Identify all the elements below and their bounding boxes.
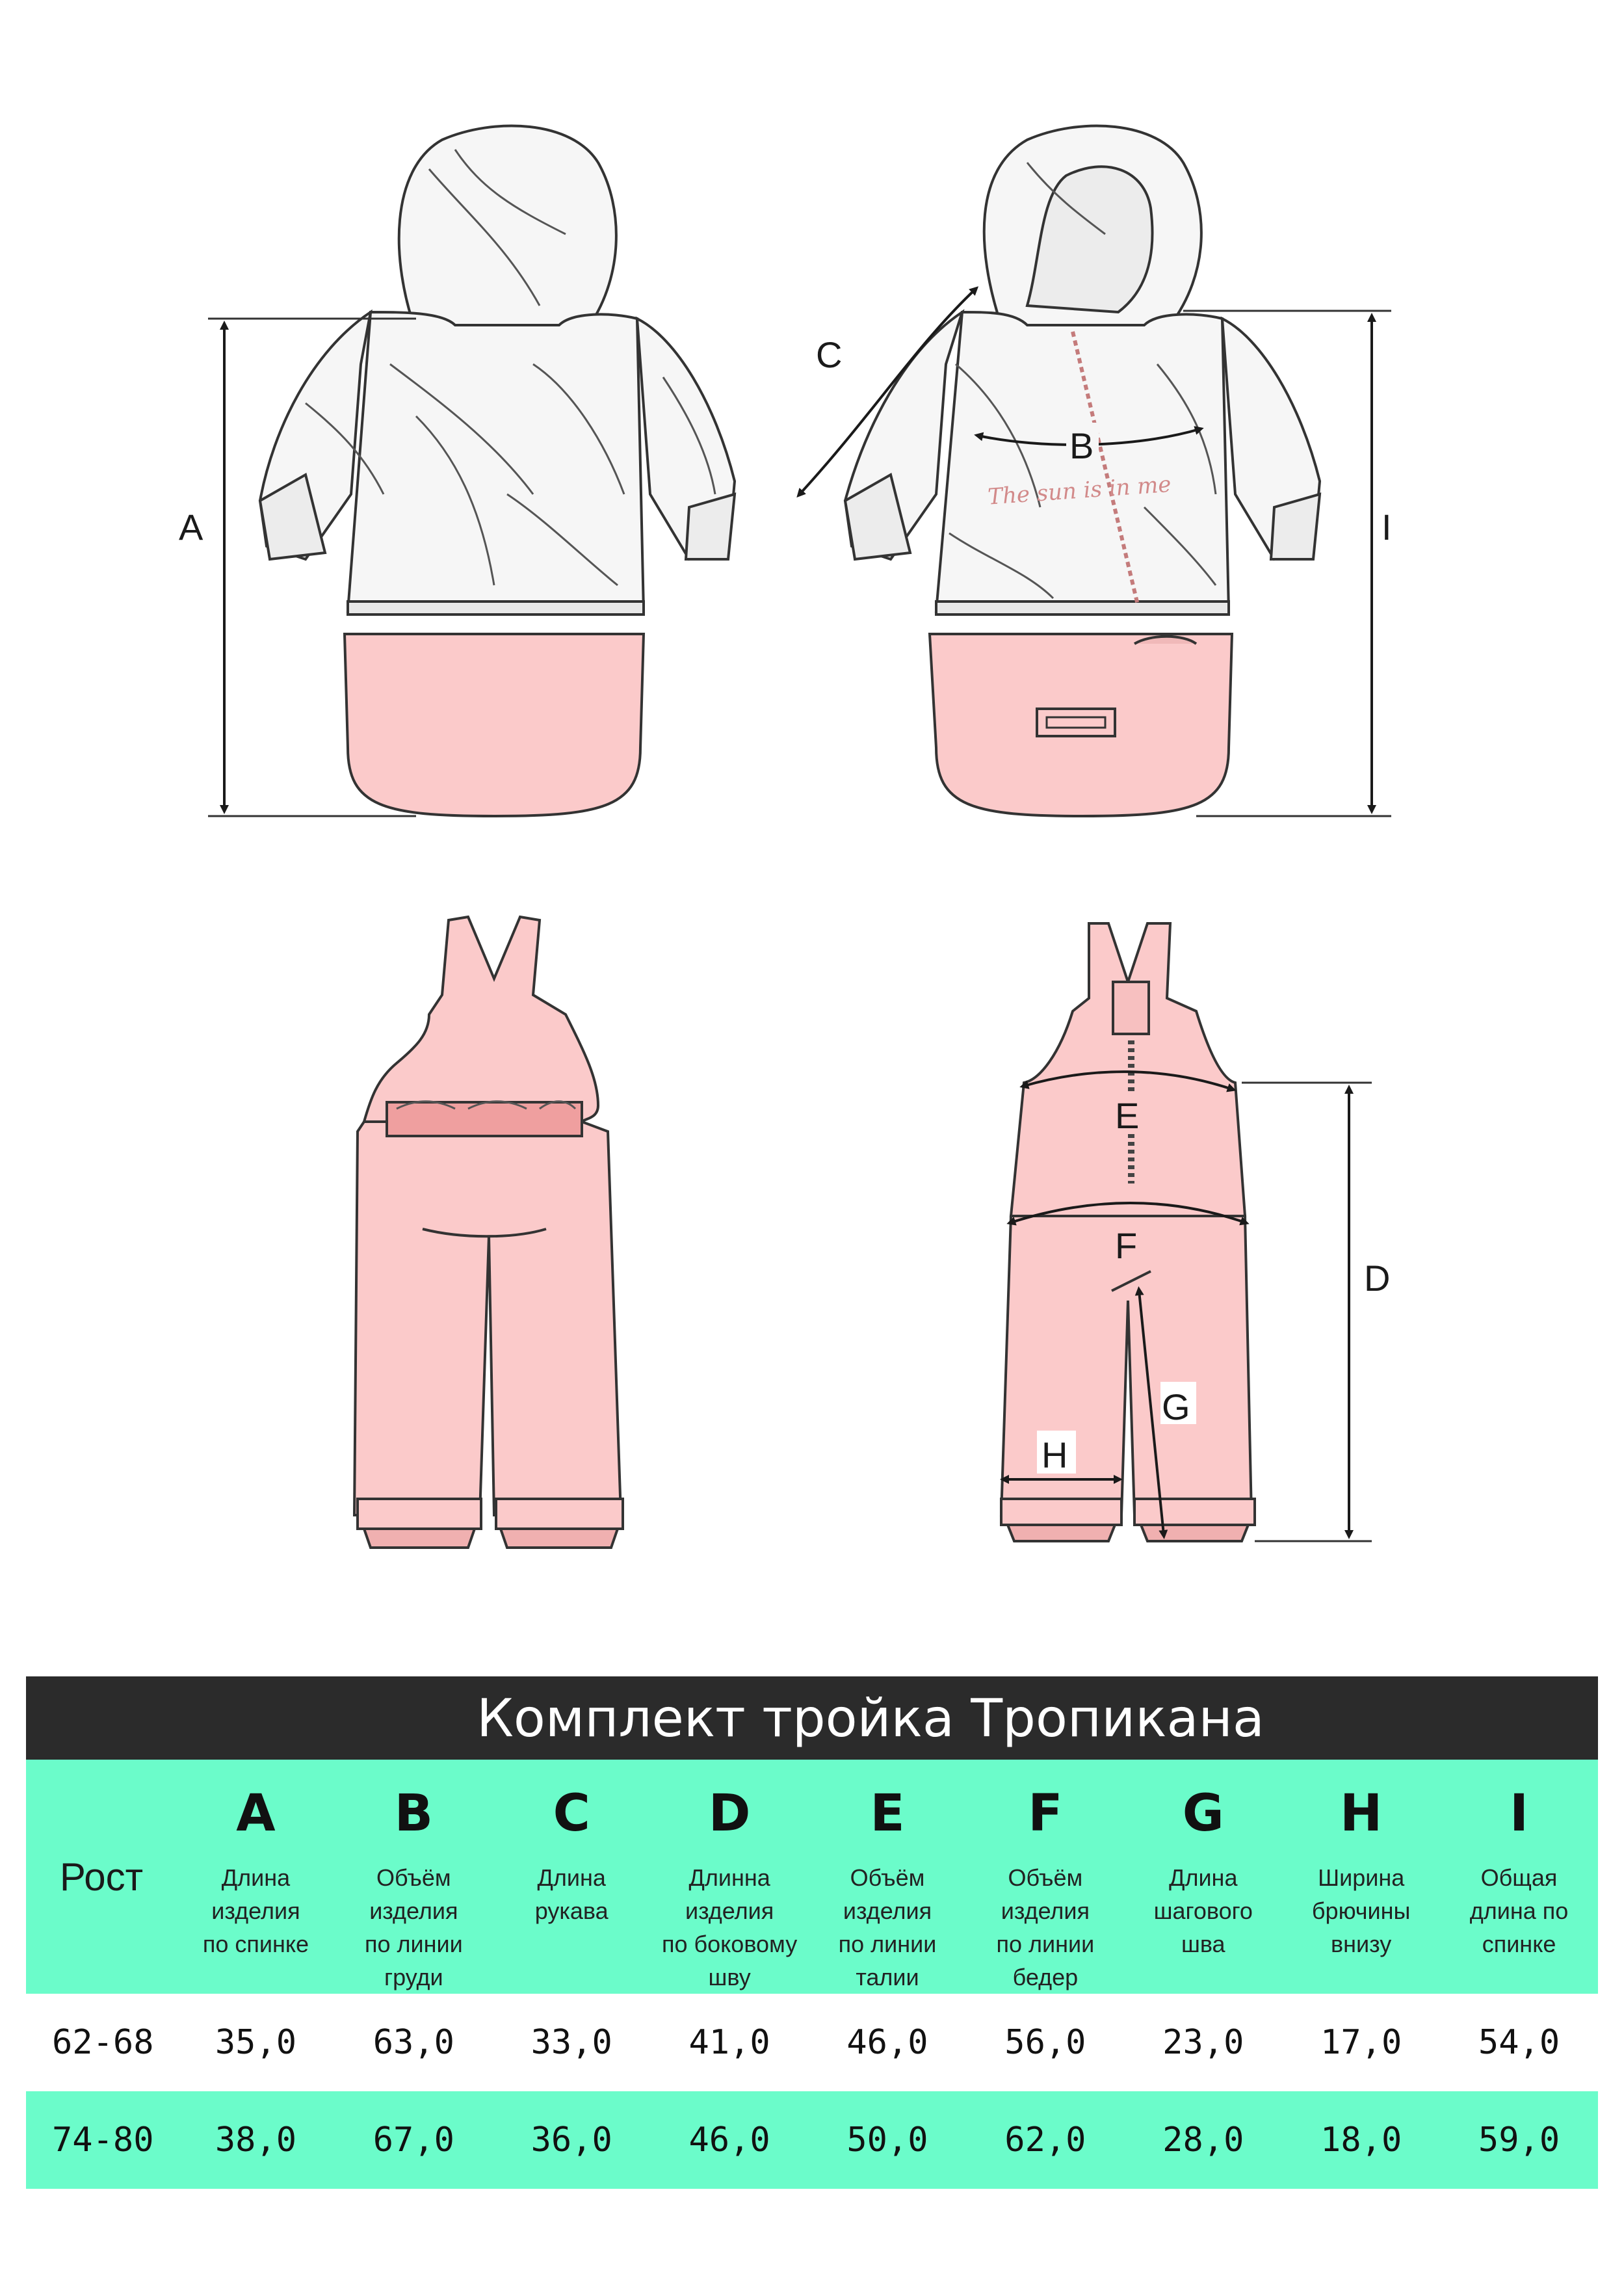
column-letter: E: [870, 1784, 905, 1843]
dimension-i: I: [1183, 310, 1392, 817]
column-description: Длинна изделия по боковому шву: [661, 1864, 798, 1990]
column-description: Объём изделия по линии груди: [364, 1864, 463, 1990]
column-letter: A: [236, 1784, 276, 1843]
value-cell: 18,0: [1320, 2121, 1402, 2160]
value-cell: 33,0: [530, 2023, 612, 2062]
size-table: Комплект тройка Тропикана Рост A Длина и…: [26, 1676, 1598, 2189]
jacket-back-view: [258, 124, 737, 818]
dim-label-g: G: [1162, 1386, 1190, 1427]
value-cell: 56,0: [1004, 2023, 1086, 2062]
value-cell: 63,0: [373, 2023, 454, 2062]
value-cell: 23,0: [1162, 2023, 1244, 2062]
dim-label-f: F: [1115, 1225, 1137, 1266]
column-header-g: G Длина шагового шва: [1124, 1760, 1282, 1994]
column-letter: I: [1510, 1784, 1529, 1843]
dim-label-d: D: [1364, 1258, 1390, 1299]
column-description: Объём изделия по линии талии: [838, 1864, 937, 1990]
column-header-i: I Общая длина по спинке: [1440, 1760, 1598, 1994]
value-cell: 46,0: [688, 2121, 770, 2160]
dimension-f: F: [1006, 1202, 1250, 1266]
value-cell: 67,0: [373, 2121, 454, 2160]
dim-label-h: H: [1041, 1434, 1067, 1475]
dimension-h: H: [1000, 1431, 1123, 1484]
value-cell: 35,0: [215, 2023, 297, 2062]
column-letter: H: [1340, 1784, 1383, 1843]
column-letter: G: [1182, 1784, 1224, 1843]
column-description: Ширина брючины внизу: [1311, 1864, 1411, 1957]
dimension-a: A: [179, 317, 416, 817]
dimension-b: B: [974, 423, 1204, 466]
value-cell: 54,0: [1478, 2023, 1560, 2062]
column-letter: F: [1028, 1784, 1063, 1843]
column-header-h: H Ширина брючины внизу: [1282, 1760, 1440, 1994]
value-cell: 41,0: [688, 2023, 770, 2062]
column-description: Объём изделия по линии бедер: [996, 1864, 1095, 1990]
value-cell: 46,0: [846, 2023, 928, 2062]
size-cell: 62-68: [52, 2023, 154, 2062]
table-row: 74-80 38,0 67,0 36,0 46,0 50,0 62,0 28,0…: [26, 2091, 1598, 2189]
value-cell: 50,0: [846, 2121, 928, 2160]
garment-diagram: A The sun is in me C B: [179, 124, 1392, 1549]
column-header-d: D Длинна изделия по боковому шву: [651, 1760, 809, 1994]
value-cell: 17,0: [1320, 2023, 1402, 2062]
table-row: 62-68 35,0 63,0 33,0 41,0 46,0 56,0 23,0…: [26, 1994, 1598, 2091]
table-header-row: Рост A Длина изделия по спинке B Объём и…: [26, 1760, 1598, 1994]
column-description: Длина рукава: [534, 1864, 609, 1924]
column-description: Длина изделия по спинке: [202, 1864, 309, 1957]
dimension-g: G: [1134, 1286, 1196, 1539]
size-cell: 74-80: [52, 2121, 154, 2160]
column-header-e: E Объём изделия по линии талии: [809, 1760, 967, 1994]
dim-label-a: A: [179, 507, 203, 548]
column-letter: B: [394, 1784, 434, 1843]
dim-label-b: B: [1069, 425, 1094, 466]
table-title: Комплект тройка Тропикана: [26, 1676, 1598, 1760]
overalls-back-view: [352, 915, 624, 1549]
column-letter: D: [708, 1784, 751, 1843]
dim-label-i: I: [1382, 507, 1392, 548]
value-cell: 62,0: [1004, 2121, 1086, 2160]
column-letter: C: [553, 1784, 590, 1843]
column-header-b: B Объём изделия по линии груди: [335, 1760, 493, 1994]
row-header-rost: Рост: [59, 1855, 144, 1899]
dimension-d: D: [1242, 1081, 1390, 1542]
value-cell: 59,0: [1478, 2121, 1560, 2160]
jacket-front-view: The sun is in me: [843, 124, 1322, 818]
value-cell: 36,0: [530, 2121, 612, 2160]
column-header-f: F Объём изделия по линии бедер: [966, 1760, 1124, 1994]
value-cell: 38,0: [215, 2121, 297, 2160]
value-cell: 28,0: [1162, 2121, 1244, 2160]
dim-label-c: C: [816, 334, 842, 375]
column-header-c: C Длина рукава: [493, 1760, 651, 1994]
dimension-c: C: [796, 286, 979, 498]
column-description: Общая длина по спинке: [1469, 1864, 1569, 1957]
dim-label-e: E: [1115, 1095, 1139, 1136]
column-description: Длина шагового шва: [1153, 1864, 1253, 1957]
dimension-e: E: [1019, 1070, 1237, 1136]
column-header-a: A Длина изделия по спинке: [177, 1760, 335, 1994]
